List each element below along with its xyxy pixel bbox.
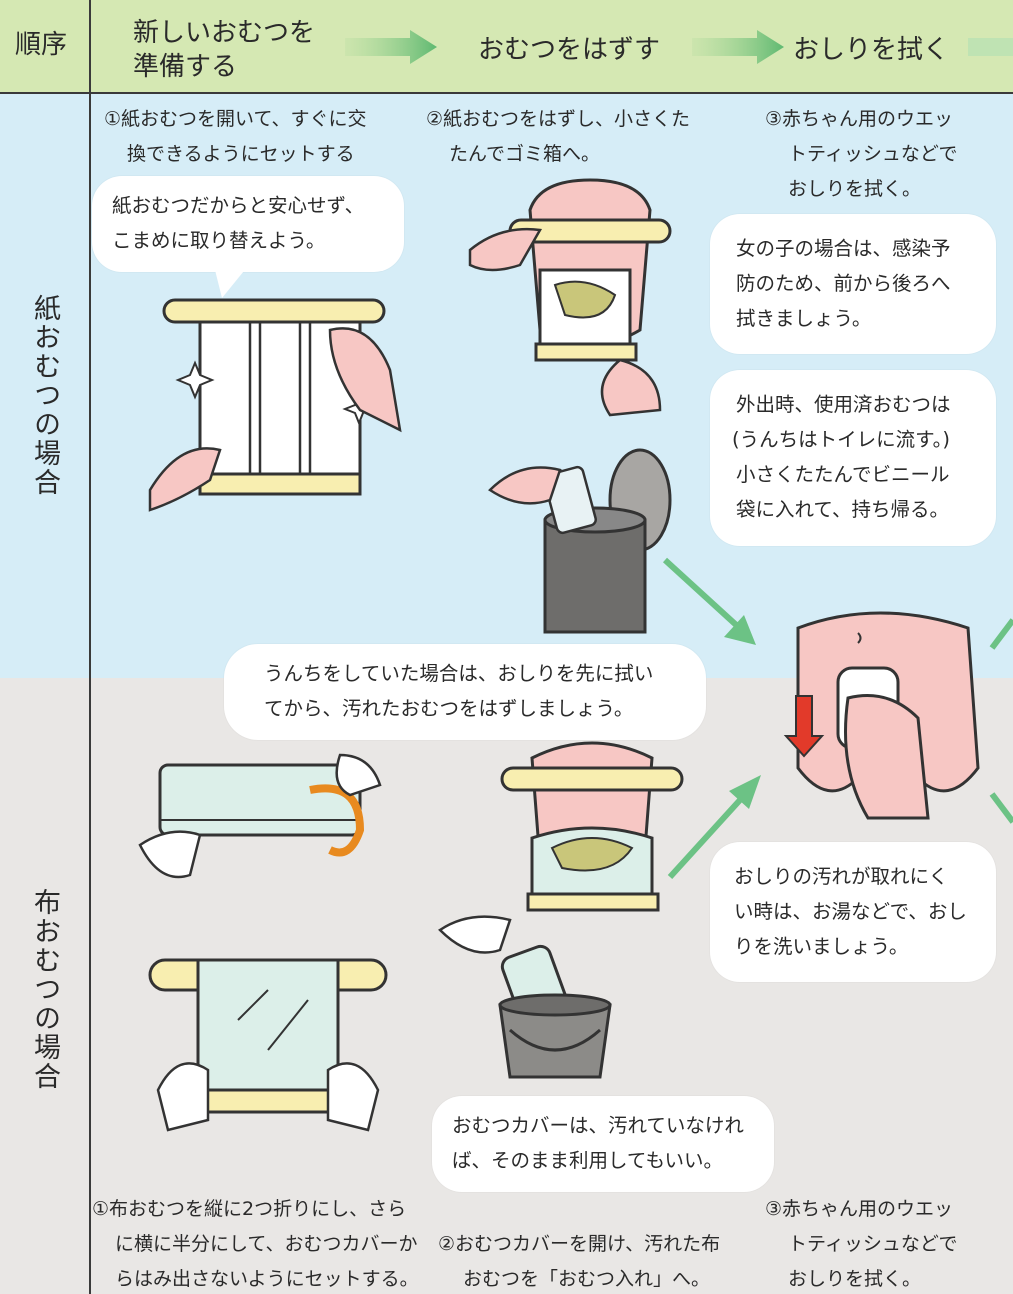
step1-title-line1: 新しいおむつを	[133, 18, 316, 48]
bubble-unchi: うんちをしていた場合は、おしりを先に拭い てから、汚れたおむつをはずしましょう。	[224, 644, 706, 740]
green-arrow-out-top	[989, 618, 1013, 650]
paper-baby-illustration	[468, 178, 672, 417]
bubble-outing: 外出時、使用済おむつは (うんちはトイレに流す。) 小さくたたんでビニール 袋に…	[710, 370, 996, 546]
green-arrow-out-bottom	[989, 792, 1013, 824]
cloth-baby-illustration	[500, 741, 684, 912]
bubble-anshin-tail	[214, 266, 248, 298]
green-arrow-paper-to-wipe	[662, 557, 756, 645]
order-label: 順序	[15, 30, 68, 60]
trash-bin-illustration	[488, 448, 672, 634]
paper-step1-caption: ①紙おむつを開いて、すぐに交 換できるようにセットする	[104, 108, 367, 165]
bubble-anshin: 紙おむつだからと安心せず、 こまめに取り替えよう。	[92, 176, 404, 272]
cloth-step1-caption: ①布おむつを縦に2つ折りにし、さら に横に半分にして、おむつカバーか らはみ出さ…	[92, 1198, 419, 1290]
bubble-cover: おむつカバーは、汚れていなけれ ば、そのまま利用してもいい。	[432, 1096, 774, 1192]
bucket-illustration	[438, 915, 612, 1079]
bubble-oyu: おしりの汚れが取れにく い時は、お湯などで、おし りを洗いましょう。	[710, 842, 996, 982]
cloth-row-label-cell: 布おむつの場合	[0, 678, 91, 1294]
header-arrow-3	[968, 38, 1013, 56]
header-arrow-1	[345, 30, 437, 64]
bubble-girl: 女の子の場合は、感染予 防のため、前から後ろへ 拭きましょう。	[710, 214, 996, 354]
header-arrow-2	[692, 30, 784, 64]
green-arrow-cloth-to-wipe	[667, 775, 761, 880]
cloth-step2-caption: ②おむつカバーを開け、汚れた布 おむつを「おむつ入れ」へ。	[438, 1233, 721, 1290]
cloth-cover-illustration	[148, 958, 388, 1132]
baby-wiping-illustration	[783, 611, 980, 820]
paper-step2-caption: ②紙おむつをはずし、小さくた たんでゴミ箱へ。	[426, 108, 691, 165]
cloth-row-label: 布おむつの場合	[29, 888, 60, 1091]
paper-diaper-illustration	[148, 298, 402, 512]
step3-title: おしりを拭く	[793, 35, 950, 65]
paper-row-label-cell: 紙おむつの場合	[0, 94, 91, 678]
header-bar: 順序 新しいおむつを 準備する おむつをはずす おしりを拭く	[0, 0, 1013, 94]
paper-step3-caption: ③赤ちゃん用のウエッ トティッシュなどで おしりを拭く。	[765, 108, 958, 200]
cloth-fold-illustration	[138, 753, 382, 879]
cloth-step3-caption: ③赤ちゃん用のウエッ トティッシュなどで おしりを拭く。	[765, 1198, 958, 1290]
paper-row-label: 紙おむつの場合	[29, 294, 60, 497]
step1-title-line2: 準備する	[133, 52, 238, 82]
step2-title: おむつをはずす	[478, 35, 661, 65]
